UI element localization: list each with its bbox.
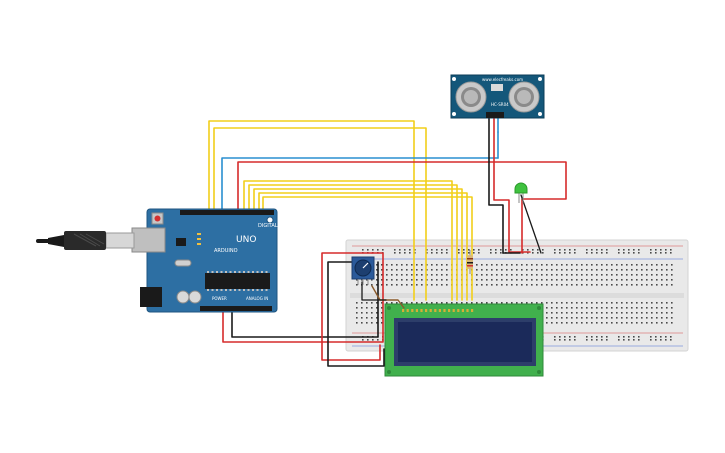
- wire-yellow: [243, 180, 453, 301]
- wire-yellow: [248, 184, 458, 301]
- wire-red: [321, 252, 381, 361]
- wire-black: [520, 194, 542, 254]
- wire-brown: [371, 285, 405, 309]
- sensor-site-label: www.elecfreaks.com: [482, 77, 523, 82]
- wire-yellow: [213, 127, 427, 301]
- sensor-model-label: HC-SR04: [491, 102, 509, 107]
- wires: [208, 117, 567, 367]
- analog-label: ANALOG IN: [246, 296, 268, 301]
- ic-pins: [207, 271, 268, 291]
- uno-label: UNO: [236, 235, 256, 245]
- led-icon: [514, 182, 528, 203]
- arduino-uno: DIGITAL (PWM ~) UNO ARDUINO POWER ANALOG…: [131, 208, 301, 313]
- usb-cable-icon: [36, 231, 135, 250]
- usb-port: [131, 227, 166, 253]
- power-analog-header: [200, 306, 272, 311]
- lcd-screen: [398, 322, 532, 362]
- wire-yellow: [253, 188, 463, 301]
- lcd-header-pins: [402, 309, 474, 312]
- wire-black: [361, 281, 387, 301]
- wire-yellow: [262, 196, 473, 301]
- potentiometer-icon[interactable]: [351, 256, 375, 285]
- wire-yellow: [208, 120, 415, 301]
- resistor-icon: [467, 250, 473, 274]
- lcd-display: [384, 303, 544, 377]
- power-label: POWER: [212, 296, 227, 301]
- wire-blue: [221, 157, 499, 213]
- wire-black: [327, 261, 385, 367]
- wire-red: [222, 252, 384, 343]
- atmega-chip: [205, 273, 270, 289]
- wire-black: [488, 117, 504, 254]
- digital-label: DIGITAL (PWM ~): [258, 223, 301, 229]
- ultrasonic-sensor: www.elecfreaks.com HC-SR04: [450, 74, 545, 119]
- wire-yellow: [258, 192, 468, 301]
- wire-red: [493, 117, 510, 253]
- digital-header: [180, 210, 274, 215]
- power-jack: [140, 287, 162, 307]
- wire-red: [237, 161, 567, 254]
- arduino-brand-label: ARDUINO: [214, 248, 238, 254]
